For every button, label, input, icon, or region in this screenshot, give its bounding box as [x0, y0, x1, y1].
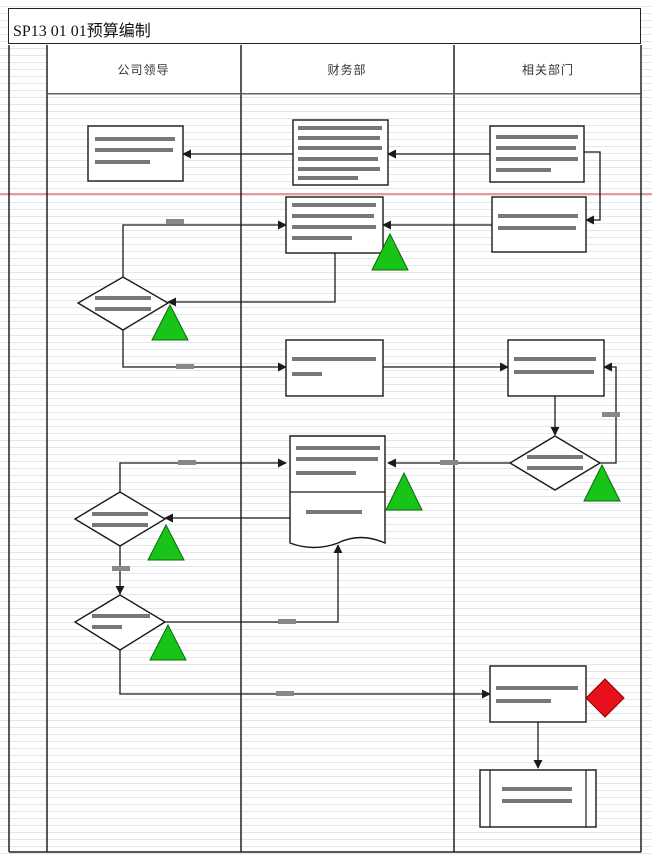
subprocess-box-end	[479, 769, 597, 828]
page-title: SP13 01 01预算编制	[13, 23, 151, 40]
lane-header-company-leaders: 公司领导	[47, 46, 240, 94]
edge-label-marks	[112, 219, 620, 696]
connectors	[115, 149, 617, 769]
process-box-leader-review-1	[87, 125, 184, 182]
arrow-decision-1-return	[122, 220, 287, 277]
lane-frame	[8, 45, 642, 853]
arrow-related-down-loop	[584, 151, 601, 225]
arrow-decision-1-approve	[122, 330, 287, 372]
arrow-decision-4-return	[165, 544, 343, 623]
green-triangle-icon	[151, 303, 189, 341]
lane-header-finance: 财务部	[241, 46, 453, 94]
lane-label-company-leaders: 公司领导	[117, 63, 170, 77]
green-triangle-icon	[385, 471, 423, 511]
green-triangle-icon	[583, 463, 621, 502]
arrow-decision-4-approve	[119, 650, 491, 699]
arrow-finance-to-decision-1	[167, 253, 336, 307]
red-diamond-icon	[585, 678, 625, 718]
decision-diamond-leader-3	[73, 491, 167, 547]
process-box-related-execute-5	[489, 665, 587, 723]
process-box-related-decompose-3	[507, 339, 605, 397]
lane-header-related-depts: 相关部门	[454, 46, 642, 94]
green-triangle-icon	[149, 623, 187, 661]
process-box-related-submit-2	[491, 196, 587, 253]
lane-label-related-depts: 相关部门	[521, 63, 574, 77]
title-bar: SP13 01 01预算编制	[8, 8, 641, 44]
process-box-finance-issue-3	[285, 339, 384, 397]
green-triangle-icon	[147, 523, 185, 561]
green-triangle-icon	[371, 232, 409, 271]
illegible-text-marks	[92, 126, 596, 803]
arrow-decision-3-return	[119, 458, 287, 492]
process-box-finance-issue-1	[292, 119, 389, 186]
lane-label-finance: 财务部	[327, 63, 367, 77]
process-box-related-prepare-1	[489, 125, 585, 183]
decision-diamond-leader-1	[76, 276, 170, 331]
decision-diamond-leader-4	[73, 594, 167, 651]
decision-diamond-related-2	[508, 435, 602, 491]
